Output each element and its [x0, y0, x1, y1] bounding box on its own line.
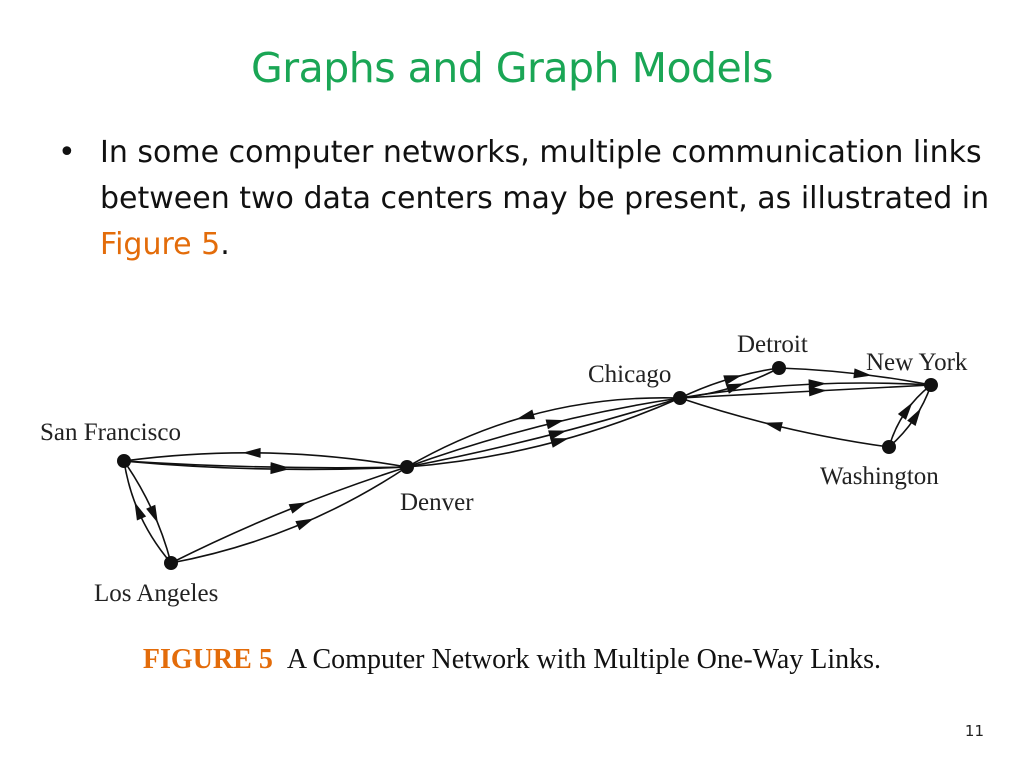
network-link-chicago-to-denver: [406, 396, 681, 468]
arrowhead-la-to-denver: [288, 502, 308, 514]
arrowhead-denver-to-chicago: [550, 438, 569, 448]
node-detroit: [772, 361, 786, 375]
node-label-washington: Washington: [820, 463, 939, 490]
network-link-denver-to-chicago: [406, 397, 681, 468]
caption-text: A Computer Network with Multiple One-Way…: [286, 644, 882, 675]
bullet-point: • In some computer networks, multiple co…: [58, 130, 998, 268]
caption-number: FIGURE 5: [142, 644, 273, 675]
arrowhead-sf-to-la: [146, 504, 158, 524]
arrowhead-detroit-to-newyork: [853, 368, 872, 379]
figure-reference: Figure 5: [100, 227, 221, 262]
node-newyork: [924, 378, 938, 392]
slide-title: Graphs and Graph Models: [250, 44, 774, 92]
arrowhead-washington-to-chicago: [764, 422, 783, 432]
network-link-denver-to-chicago: [406, 397, 681, 468]
arrowhead-chicago-to-denver: [516, 409, 536, 420]
network-link-denver-to-sf: [123, 452, 408, 468]
network-diagram: San Francisco Los Angeles Denver Chicago…: [40, 331, 968, 607]
node-sf: [117, 454, 131, 468]
network-link-chicago-to-newyork: [679, 382, 932, 399]
node-la: [164, 556, 178, 570]
bullet-text-end: .: [220, 227, 230, 262]
node-label-denver: Denver: [400, 489, 474, 516]
network-link-sf-to-denver: [123, 460, 408, 469]
network-link-washington-to-chicago: [679, 397, 890, 448]
arrowhead-chicago-to-detroit: [723, 375, 742, 385]
network-link-sf-to-denver: [123, 460, 408, 471]
bullet-text: In some computer networks, multiple comm…: [100, 130, 998, 268]
arrowhead-sf-to-denver: [270, 464, 289, 475]
network-link-la-to-sf: [123, 460, 172, 564]
arrowhead-washington-to-newyork: [897, 402, 913, 420]
node-label-san-francisco: San Francisco: [40, 419, 181, 446]
edges-layer: [123, 367, 932, 564]
node-chicago: [673, 391, 687, 405]
arrowhead-denver-to-chicago: [548, 430, 567, 440]
node-label-los-angeles: Los Angeles: [94, 580, 218, 607]
labels-layer: San Francisco Los Angeles Denver Chicago…: [40, 331, 968, 607]
node-label-chicago: Chicago: [588, 361, 671, 388]
arrowhead-denver-to-sf: [242, 447, 261, 458]
node-label-detroit: Detroit: [737, 331, 808, 358]
arrowhead-chicago-to-newyork: [808, 379, 827, 390]
arrowhead-la-to-sf: [134, 501, 147, 521]
node-label-new-york: New York: [866, 349, 968, 376]
node-washington: [882, 440, 896, 454]
network-link-denver-to-chicago: [406, 397, 681, 468]
figure-caption: FIGURE 5 A Computer Network with Multiple…: [0, 644, 1024, 676]
bullet-text-main: In some computer networks, multiple comm…: [100, 135, 990, 216]
node-denver: [400, 460, 414, 474]
arrowhead-chicago-to-newyork: [808, 386, 827, 397]
arrowhead-washington-to-newyork: [907, 408, 922, 426]
nodes-layer: [117, 361, 938, 570]
slide-number: 11: [964, 722, 984, 740]
network-link-chicago-to-newyork: [679, 384, 932, 399]
network-link-la-to-denver: [170, 466, 408, 564]
network-link-washington-to-newyork: [888, 384, 932, 448]
arrowhead-denver-to-chicago: [545, 419, 565, 430]
arrowhead-la-to-denver: [295, 518, 314, 531]
bullet-symbol: •: [58, 135, 76, 170]
network-link-sf-to-la: [123, 460, 172, 564]
network-link-la-to-denver: [170, 466, 408, 564]
network-link-washington-to-newyork: [888, 384, 932, 448]
